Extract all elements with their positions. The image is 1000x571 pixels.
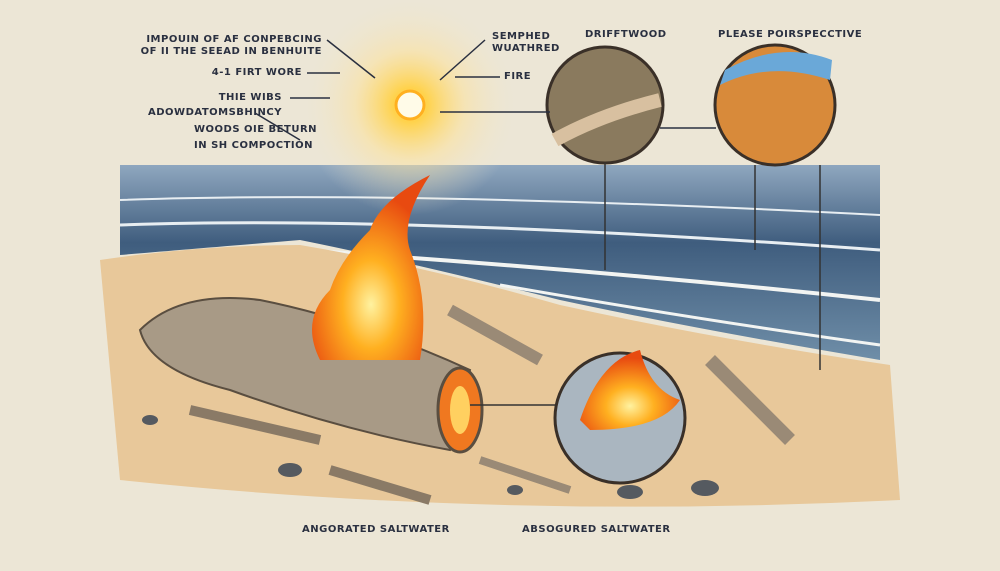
label-perspective: PLEASE POIRSPECCTIVE bbox=[718, 29, 863, 40]
detail-circle-driftwood bbox=[545, 45, 665, 270]
leader-lines bbox=[254, 39, 716, 141]
label-fire-wore: 4-1 FIRT WORE bbox=[211, 67, 302, 78]
label-bottom-right: ABSOGURED SALTWATER bbox=[522, 524, 671, 535]
label-semphed-2: WUATHRED bbox=[492, 43, 560, 54]
sea bbox=[119, 165, 881, 360]
detail-circle-fire bbox=[470, 350, 687, 485]
label-wibs: THIE WIBS bbox=[218, 92, 282, 103]
fire bbox=[312, 175, 430, 360]
label-driftwood: DRIFFTWOOD bbox=[585, 29, 667, 40]
label-semphed-1: SEMPHED bbox=[492, 31, 551, 42]
label-woods-2: IN SH COMPOCTION bbox=[194, 140, 313, 151]
label-top-left-1: IMPOUIN OF AF CONPEBCING bbox=[146, 34, 322, 45]
label-woods-1: WOODS OIE BETURN bbox=[194, 124, 318, 135]
label-adow: ADOWDATOMSBHINCY bbox=[148, 107, 282, 118]
label-fire: FIRE bbox=[504, 71, 532, 82]
label-top-left-2: OF II THE SEEAD IN BENHUITE bbox=[140, 46, 322, 57]
label-bottom-left: ANGORATED SALTWATER bbox=[302, 524, 450, 535]
driftwood-log bbox=[138, 297, 795, 505]
detail-circle-perspective bbox=[713, 43, 837, 370]
pebbles bbox=[142, 415, 719, 499]
